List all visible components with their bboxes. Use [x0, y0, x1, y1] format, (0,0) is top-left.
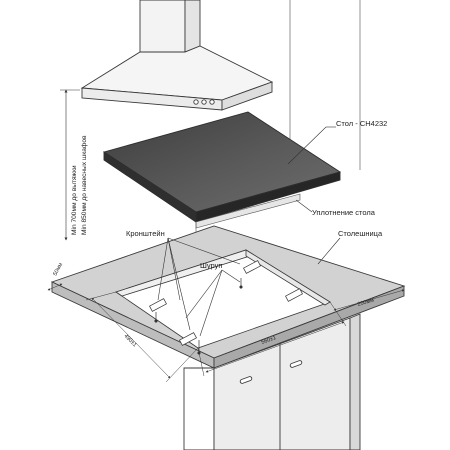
hood-button-1: [193, 99, 199, 105]
hood-button-3: [209, 99, 215, 105]
bracket-label: Кронштейн: [126, 229, 165, 238]
range-hood: [80, 0, 274, 111]
back-gap-dim: 200мм: [357, 297, 375, 307]
clearance-dimension: [60, 89, 80, 241]
front-gap-dim: 50мм: [52, 262, 64, 277]
countertop-label: Столешница: [338, 229, 383, 238]
cabinet-handle-left: [239, 376, 253, 384]
hood-button-2: [201, 99, 207, 105]
screw-label: Шуруп: [200, 261, 222, 270]
wall-lines: [289, 0, 361, 170]
bracket-front-right: [179, 332, 201, 355]
callout-lines: [157, 126, 341, 337]
bracket-back-right: [285, 288, 303, 302]
hood-clearance-note: Min 700мм до вытяжки: [71, 165, 78, 235]
cutout-depth-dim: 490±1: [123, 333, 138, 348]
hob-label: Стол - CH4232: [336, 119, 387, 128]
seal-label: Уплотнение стола: [312, 208, 376, 217]
dimension-lines: [47, 283, 405, 383]
cooktop: [102, 111, 342, 232]
bracket-back-left: [239, 260, 261, 289]
cabinet-clearance-note: Min 850мм до навесных шкафов: [81, 135, 88, 235]
cutout-width-dim: 560±1: [261, 335, 277, 346]
